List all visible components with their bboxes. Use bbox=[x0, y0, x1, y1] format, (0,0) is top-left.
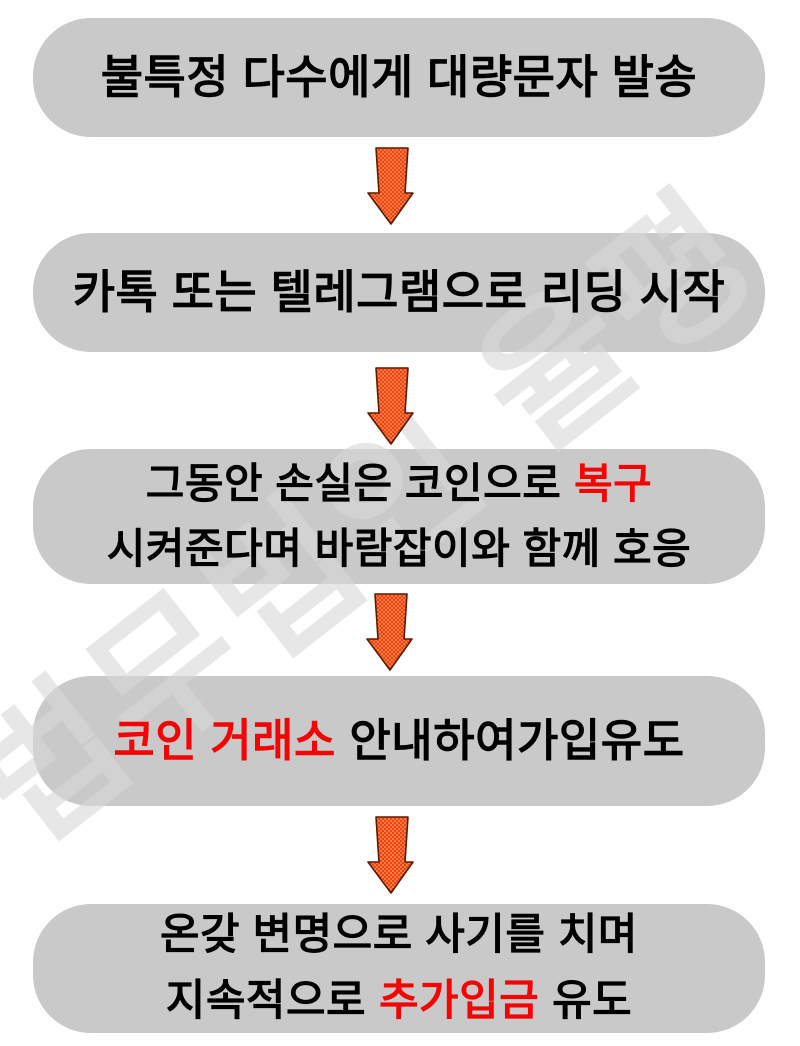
step-text: 안내하여가입유도 bbox=[349, 715, 685, 767]
flow-step-5-line-2: 지속적으로 추가입금 유도 bbox=[165, 976, 633, 1025]
flow-step-3: 그동안 손실은 코인으로 복구 시켜준다며 바람잡이와 함께 호응 bbox=[33, 449, 765, 584]
step-text-highlight: 추가입금 bbox=[378, 976, 540, 1025]
step-text-highlight: 복구 bbox=[574, 460, 653, 508]
step-text: 온갖 변명으로 사기를 치며 bbox=[159, 911, 638, 960]
flow-step-1: 불특정 다수에게 대량문자 발송 bbox=[33, 18, 765, 137]
flow-step-2-line: 카톡 또는 텔레그램으로 리딩 시작 bbox=[72, 266, 726, 319]
flow-step-1-line: 불특정 다수에게 대량문자 발송 bbox=[100, 51, 698, 104]
flow-step-5: 온갖 변명으로 사기를 치며 지속적으로 추가입금 유도 bbox=[33, 904, 765, 1033]
step-text: 그동안 손실은 코인으로 bbox=[145, 460, 562, 508]
down-arrow-icon bbox=[367, 816, 414, 894]
step-text: 불특정 다수에게 대량문자 발송 bbox=[100, 51, 698, 104]
down-arrow-icon bbox=[367, 367, 414, 445]
down-arrow-icon bbox=[366, 593, 413, 671]
flow-step-3-line-1: 그동안 손실은 코인으로 복구 bbox=[146, 462, 653, 506]
step-text-highlight: 코인 거래소 bbox=[113, 715, 336, 767]
step-text: 카톡 또는 텔레그램으로 리딩 시작 bbox=[72, 266, 726, 319]
flow-step-4-line: 코인 거래소 안내하여가입유도 bbox=[113, 715, 685, 767]
flow-step-2: 카톡 또는 텔레그램으로 리딩 시작 bbox=[33, 233, 765, 352]
flow-step-3-line-2: 시켜준다며 바람잡이와 함께 호응 bbox=[106, 524, 692, 572]
flow-step-5-line-1: 온갖 변명으로 사기를 치며 bbox=[160, 913, 638, 958]
flow-step-4: 코인 거래소 안내하여가입유도 bbox=[33, 676, 765, 806]
step-text: 유도 bbox=[552, 976, 633, 1025]
step-text: 시켜준다며 바람잡이와 함께 호응 bbox=[106, 524, 692, 572]
step-text: 지속적으로 bbox=[165, 976, 367, 1025]
down-arrow-icon bbox=[367, 147, 414, 225]
